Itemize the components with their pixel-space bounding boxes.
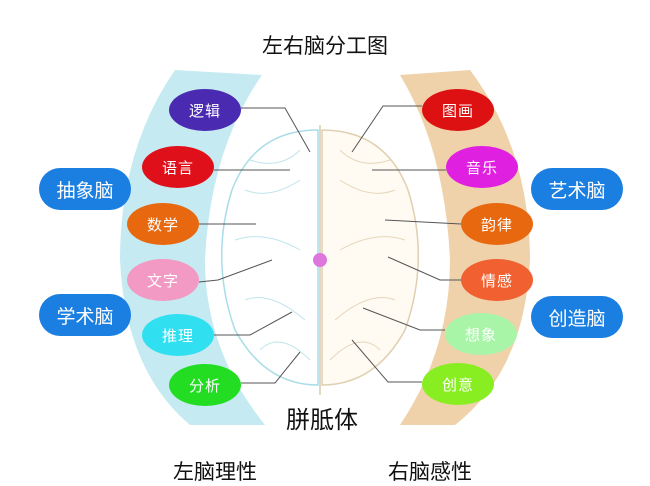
right-hemisphere	[321, 129, 420, 386]
left-item-math: 数学	[127, 203, 199, 245]
left-brain-caption: 左脑理性	[173, 460, 257, 484]
side-label-creative-brain: 创造脑	[531, 296, 623, 338]
left-item-language: 语言	[142, 146, 214, 188]
right-item-imagination: 想象	[445, 313, 517, 355]
corpus-callosum-label: 胼胝体	[286, 406, 358, 434]
left-item-analysis: 分析	[169, 364, 241, 406]
right-item-music: 音乐	[446, 146, 518, 188]
side-label-art-brain: 艺术脑	[531, 168, 623, 210]
right-item-drawing: 图画	[422, 89, 494, 131]
right-item-rhythm: 韵律	[461, 203, 533, 245]
left-item-writing: 文字	[127, 259, 199, 301]
right-item-creativity: 创意	[422, 363, 494, 405]
side-label-abstract-brain: 抽象脑	[39, 168, 131, 210]
left-item-logic: 逻辑	[169, 89, 241, 131]
side-label-academic-brain: 学术脑	[39, 294, 131, 336]
left-hemisphere	[220, 129, 319, 386]
right-item-emotion: 情感	[461, 259, 533, 301]
diagram-title: 左右脑分工图	[262, 34, 388, 58]
right-brain-caption: 右脑感性	[388, 460, 472, 484]
left-item-reasoning: 推理	[142, 314, 214, 356]
corpus-callosum-dot	[313, 253, 327, 267]
